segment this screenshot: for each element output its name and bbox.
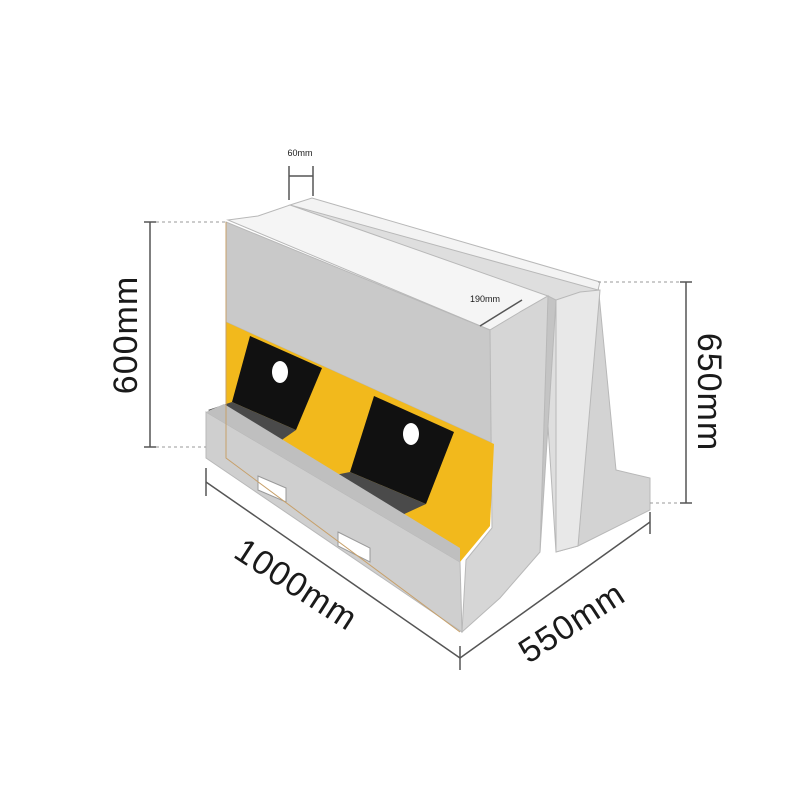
dim-top-width: 190mm bbox=[470, 294, 523, 327]
dim-height-front: 600mm bbox=[107, 221, 226, 448]
depth-label: 550mm bbox=[512, 575, 632, 671]
black-stripe-left bbox=[232, 336, 322, 430]
height-back-label: 650mm bbox=[690, 333, 728, 451]
barrier-end-face bbox=[461, 295, 549, 634]
reflector-dot-right bbox=[403, 423, 419, 445]
shelf-shadow-right bbox=[330, 472, 426, 516]
dim-height-back: 650mm bbox=[598, 281, 728, 504]
black-stripe-right bbox=[350, 396, 454, 504]
lip-width-label: 60mm bbox=[287, 148, 312, 158]
reflector-dot-left bbox=[272, 361, 288, 383]
top-width-label: 190mm bbox=[470, 294, 500, 304]
height-front-label: 600mm bbox=[107, 276, 145, 394]
dim-lip-width: 60mm bbox=[287, 148, 314, 200]
